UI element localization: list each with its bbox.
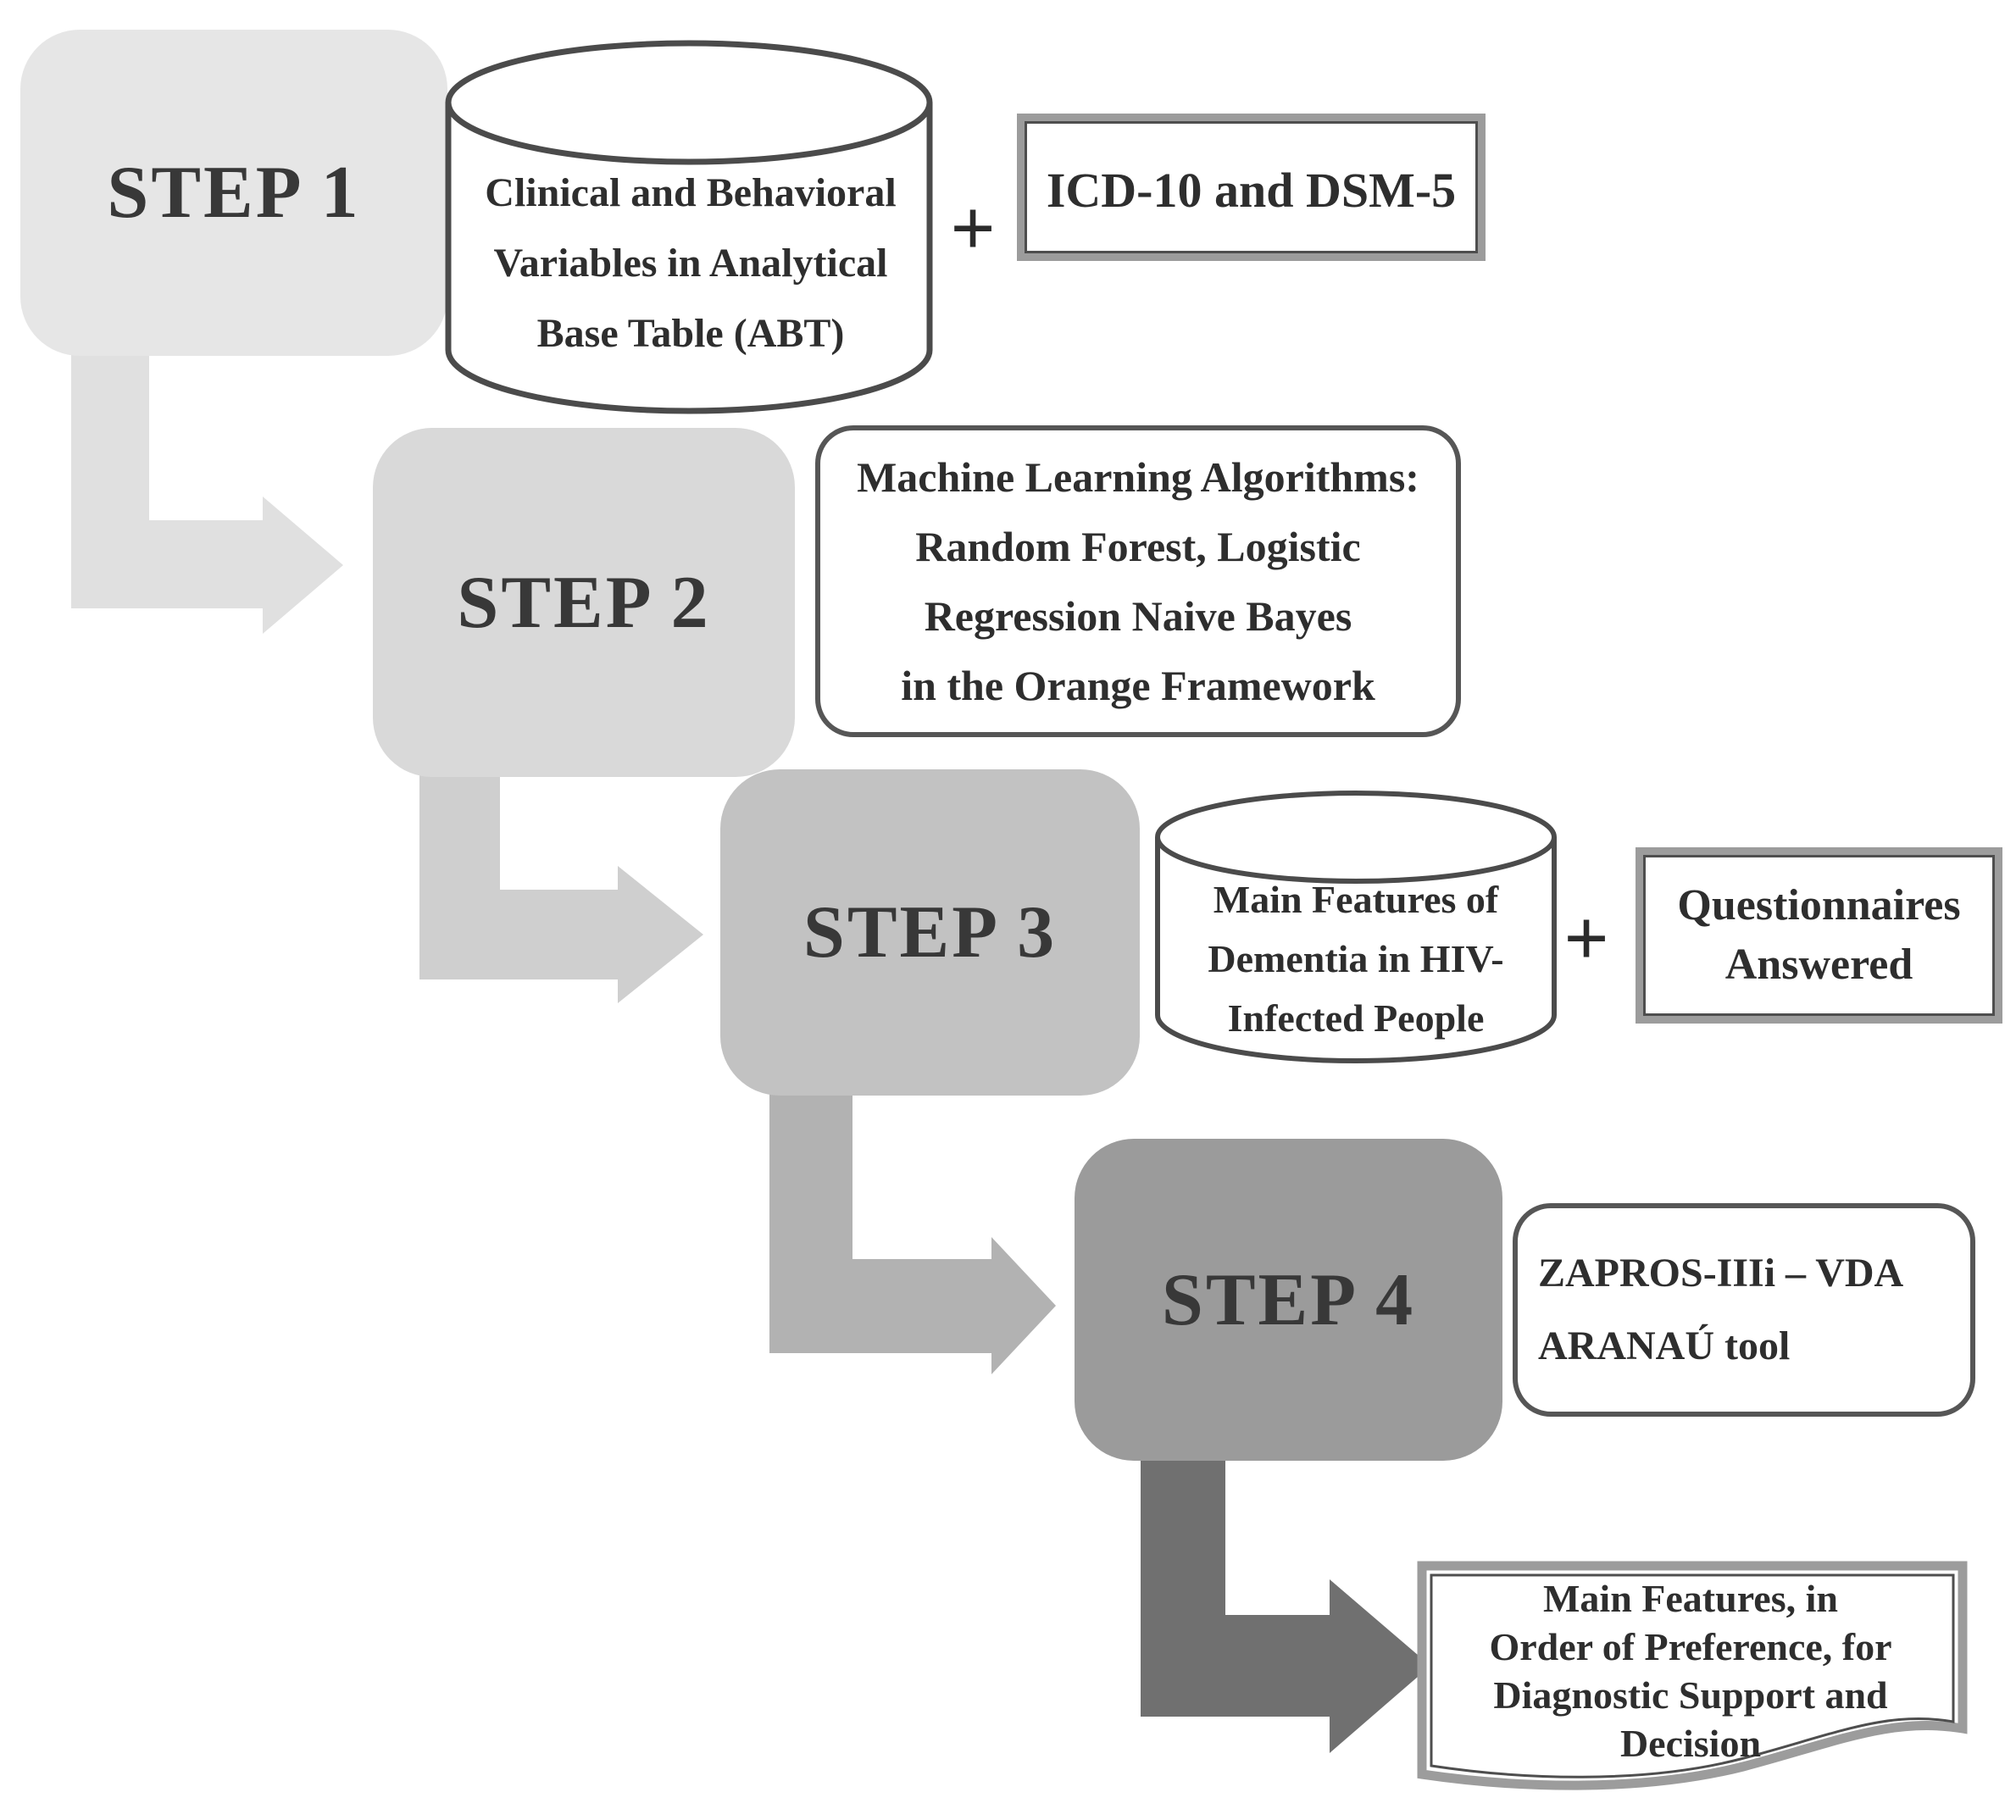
dementia-cylinder-text: Main Features of Dementia in HIV- Infect… — [1159, 870, 1552, 1048]
abt-cylinder-top — [445, 40, 933, 165]
dementia-line-2: Dementia in HIV- — [1208, 937, 1504, 980]
step4-label: STEP 4 — [1161, 1258, 1416, 1341]
step3-box: STEP 3 — [720, 769, 1140, 1096]
plus-sign-top: + — [950, 185, 996, 273]
document-inner-line — [1430, 1573, 1955, 1778]
abt-line-3: Base Table (ABT) — [536, 311, 845, 356]
icd-dsm-label: ICD-10 and DSM-5 — [1046, 162, 1457, 218]
step4-box: STEP 4 — [1075, 1139, 1502, 1461]
ml-line-2: Random Forest, Logistic — [915, 523, 1361, 570]
document-outline — [1417, 1561, 1968, 1790]
abt-line-1: Clinical and Behavioral — [485, 170, 897, 215]
questionnaires-line-1: Questionnaires — [1677, 881, 1961, 929]
ml-algorithms-box: Machine Learning Algorithms: Random Fore… — [815, 425, 1461, 737]
step2-box: STEP 2 — [373, 428, 795, 777]
zapros-tool-box: ZAPROS-IIIi – VDA ARANAÚ tool — [1513, 1203, 1975, 1417]
document-line-4: Decision — [1619, 1722, 1762, 1765]
ml-line-3: Regression Naive Bayes — [924, 592, 1352, 640]
icd-dsm-box: ICD-10 and DSM-5 — [1017, 114, 1486, 261]
document-line-1: Main Features, in — [1543, 1577, 1838, 1620]
abt-cylinder-text: Clinical and Behavioral Variables in Ana… — [453, 158, 928, 369]
questionnaires-line-2: Answered — [1724, 941, 1913, 989]
step1-box: STEP 1 — [20, 30, 447, 356]
output-document-text: Main Features, in Order of Preference, f… — [1432, 1574, 1949, 1767]
document-line-2: Order of Preference, for — [1489, 1625, 1892, 1668]
step2-label: STEP 2 — [457, 561, 711, 644]
abt-line-2: Variables in Analytical — [493, 241, 888, 286]
abt-database-cylinder-icon — [445, 40, 933, 414]
questionnaires-box: Questionnaires Answered — [1636, 847, 2002, 1024]
plus-sign-right: + — [1563, 895, 1609, 983]
dementia-line-3: Infected People — [1227, 996, 1485, 1040]
dementia-cylinder-top — [1155, 791, 1557, 884]
abt-cylinder-body — [445, 103, 933, 414]
zapros-line-2: ARANAÚ tool — [1538, 1323, 1791, 1368]
arrow-step4-to-output — [1141, 1459, 1430, 1753]
zapros-line-1: ZAPROS-IIIi – VDA — [1538, 1251, 1904, 1296]
dementia-database-cylinder-icon — [1155, 791, 1557, 1063]
dementia-cylinder-body — [1155, 837, 1557, 1063]
dementia-line-1: Main Features of — [1213, 878, 1499, 921]
ml-line-4: in the Orange Framework — [901, 662, 1375, 709]
step1-label: STEP 1 — [107, 152, 361, 234]
arrow-step1-to-step2 — [71, 354, 343, 634]
document-line-3: Diagnostic Support and — [1493, 1673, 1888, 1717]
arrow-step2-to-step3 — [419, 775, 703, 1003]
arrow-step3-to-step4 — [769, 1093, 1056, 1374]
ml-line-1: Machine Learning Algorithms: — [857, 453, 1419, 501]
output-document-shape — [1417, 1561, 1968, 1790]
step3-label: STEP 3 — [803, 891, 1058, 974]
